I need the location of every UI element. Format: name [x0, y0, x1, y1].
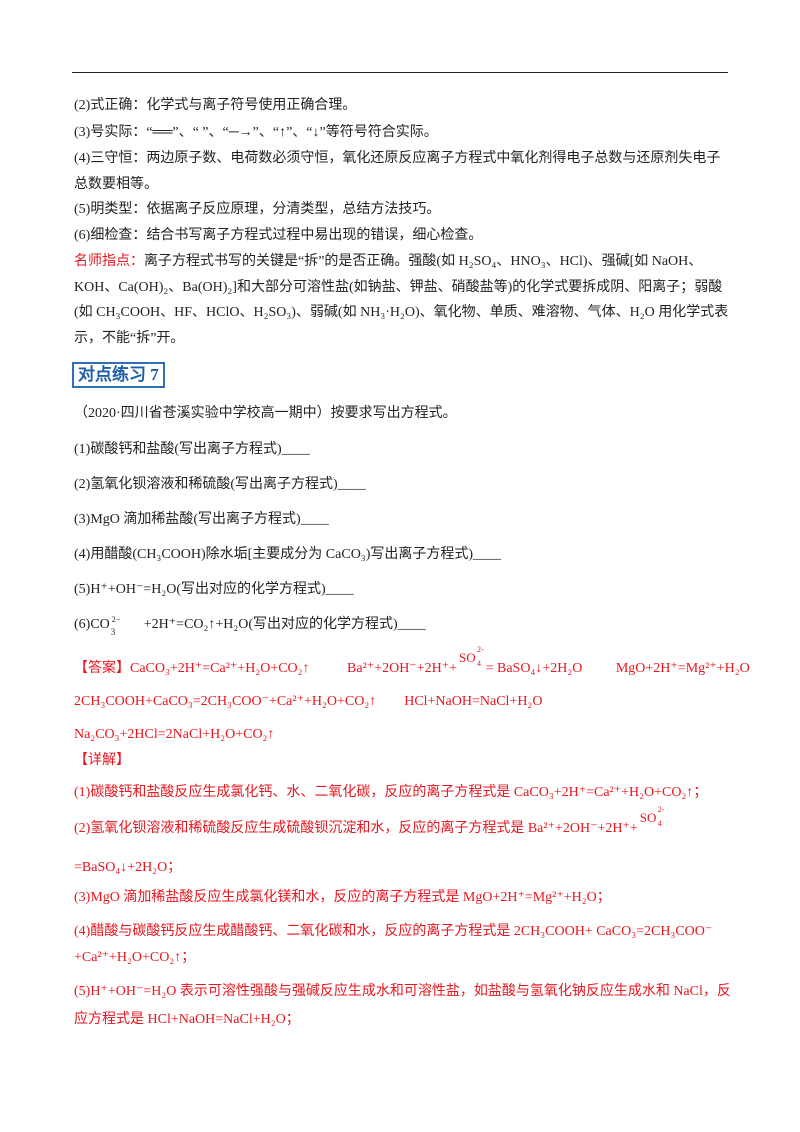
answer-line2: 2CH₃COOH+CaCO₃=2CH₃COO⁻+Ca²⁺+H₂O+CO₂↑ HCl… — [74, 692, 542, 712]
answer-4: 2CH₃COOH+CaCO₃=2CH₃COO⁻+Ca²⁺+H₂O+CO₂↑ — [74, 694, 377, 709]
rule-5: (5)明类型：依据离子反应原理，分清类型，总结方法技巧。 — [74, 202, 441, 217]
tip-label: 名师指点： — [74, 254, 144, 269]
answer-2-left: Ba²⁺+2OH⁻+2H⁺+ — [347, 661, 457, 676]
tip-text-1: 离子方程式书写的关键是“拆”的是否正确。强酸(如 H₂SO₄、HNO₃、HCl)… — [144, 254, 703, 269]
detail-4-line2: +Ca²⁺+H₂O+CO₂↑； — [74, 950, 196, 965]
q6-subscript: 3 — [110, 627, 116, 637]
answer-5: HCl+NaOH=NaCl+H₂O — [404, 694, 543, 709]
answer-2-right: = BaSO₄↓+2H₂O — [485, 661, 583, 676]
answer-label: 【答案】 — [74, 661, 130, 676]
tip-line2: KOH、Ca(OH)₂、Ba(OH)₂]和大部分可溶性盐(如钠盐、钾盐、硝酸盐等… — [74, 280, 723, 295]
rule-4-line1: (4)三守恒：两边原子数、电荷数必须守恒，氧化还原反应离子方程式中氧化剂得电子总… — [74, 151, 721, 166]
detail-3: (3)MgO 滴加稀盐酸反应生成氯化镁和水，反应的离子方程式是 MgO+2H⁺=… — [74, 890, 611, 905]
question-5: (5)H⁺+OH⁻=H₂O(写出对应的化学方程式)____ — [74, 582, 354, 597]
tip-line4: 示，不能“拆”开。 — [74, 331, 185, 346]
q6-charge: 2− — [111, 615, 121, 624]
answer-line1: 【答案】CaCO₃+2H⁺=Ca²⁺+H₂O+CO₂↑ Ba²⁺+2OH⁻+2H… — [74, 645, 750, 679]
tip-line3: (如 CH₃COOH、HF、HClO、H₂SO₃)、弱碱(如 NH₃·H₂O)、… — [74, 305, 729, 320]
q6-rest: +2H⁺=CO₂↑+H₂O(写出对应的化学方程式)____ — [143, 617, 426, 632]
detail-label: 【详解】 — [74, 753, 130, 768]
detail-5-line2: 应方程式是 HCl+NaOH=NaCl+H₂O； — [74, 1012, 300, 1027]
question-2: (2)氢氧化钡溶液和稀硫酸(写出离子方程式)____ — [74, 477, 366, 492]
exercise-title: 对点练习 7 — [72, 362, 165, 388]
detail-2-text: (2)氢氧化钡溶液和稀硫酸反应生成硫酸钡沉淀和水，反应的离子方程式是 Ba²⁺+… — [74, 821, 638, 836]
detail-2-line2: =BaSO₄↓+2H₂O； — [74, 860, 182, 875]
question-4: (4)用醋酸(CH₃COOH)除水垢[主要成分为 CaCO₃)写出离子方程式)_… — [74, 547, 502, 562]
rule-4-line2: 总数要相等。 — [74, 177, 158, 192]
answer-6: Na₂CO₃+2HCl=2NaCl+H₂O+CO₂↑ — [74, 727, 275, 742]
question-6: (6)CO 2− 3 +2H⁺=CO₂↑+H₂O(写出对应的化学方程式)____ — [74, 615, 426, 637]
q6-prefix: (6)CO — [74, 617, 110, 632]
header-rule — [72, 72, 728, 73]
question-3: (3)MgO 滴加稀盐酸(写出离子方程式)____ — [74, 512, 329, 527]
question-1: (1)碳酸钙和盐酸(写出离子方程式)____ — [74, 442, 310, 457]
detail-5-line1: (5)H⁺+OH⁻=H₂O 表示可溶性强酸与强碱反应生成水和可溶性盐，如盐酸与氢… — [74, 984, 731, 999]
answer-3: MgO+2H⁺=Mg²⁺+H₂O — [615, 661, 750, 676]
rule-3: (3)号实际：“══”、“ ”、“─→”、“↑”、“↓”等符号符合实际。 — [74, 125, 438, 140]
tip-line1: 名师指点：离子方程式书写的关键是“拆”的是否正确。强酸(如 H₂SO₄、HNO₃… — [74, 252, 702, 272]
exercise-source: （2020·四川省苍溪实验中学校高一期中）按要求写出方程式。 — [74, 406, 457, 421]
detail-4-line1: (4)醋酸与碳酸钙反应生成醋酸钙、二氧化碳和水，反应的离子方程式是 2CH₃CO… — [74, 924, 713, 939]
detail-1: (1)碳酸钙和盐酸反应生成氯化钙、水、二氧化碳，反应的离子方程式是 CaCO₃+… — [74, 785, 708, 800]
detail-2-line1: (2)氢氧化钡溶液和稀硫酸反应生成硫酸钡沉淀和水，反应的离子方程式是 Ba²⁺+… — [74, 805, 665, 839]
answer-1: CaCO₃+2H⁺=Ca²⁺+H₂O+CO₂↑ — [130, 661, 310, 676]
rule-6: (6)细检查：结合书写离子方程式过程中易出现的错误，细心检查。 — [74, 228, 483, 243]
rule-2: (2)式正确：化学式与离子符号使用正确合理。 — [74, 98, 357, 113]
